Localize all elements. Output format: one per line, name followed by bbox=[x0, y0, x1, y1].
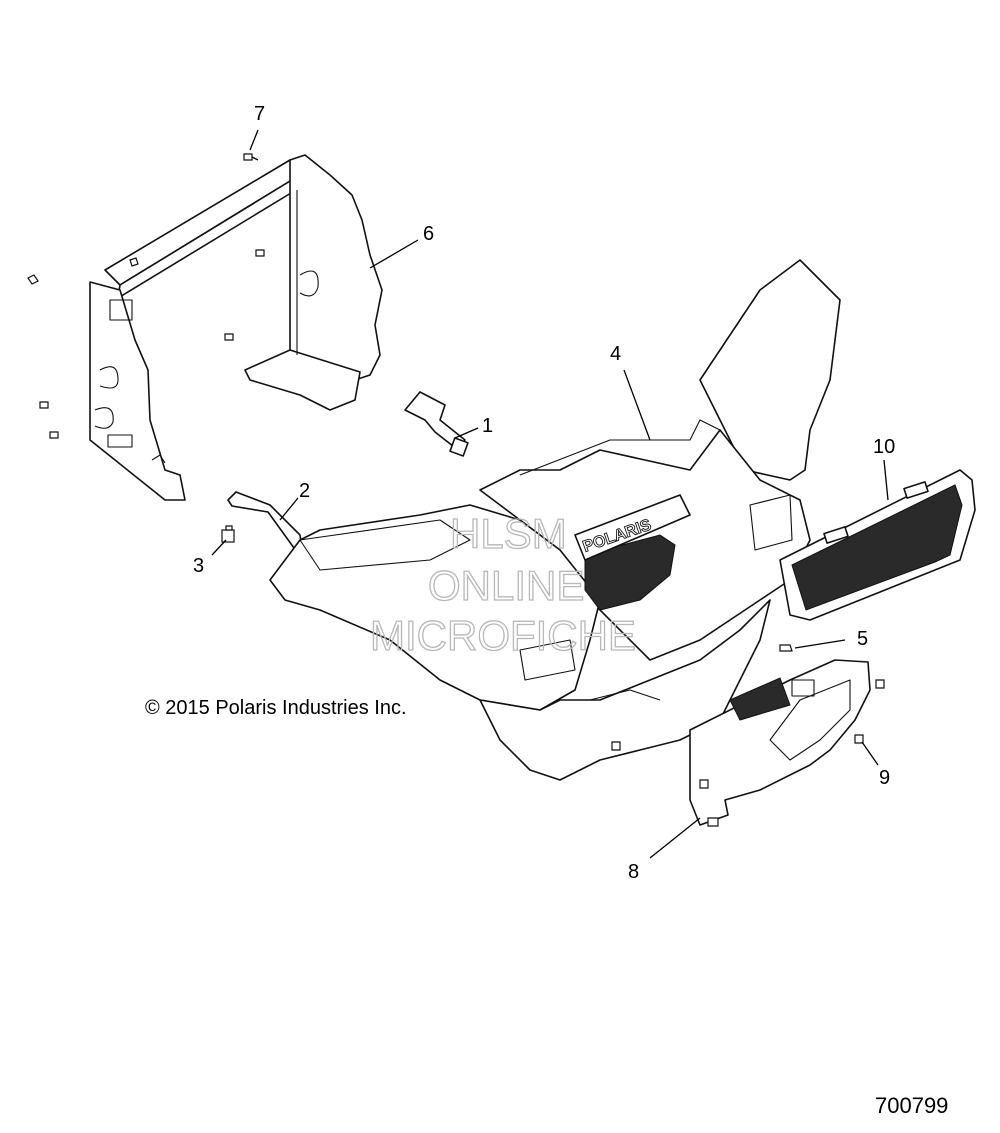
callout-labels: 1 2 3 4 5 6 7 8 9 10 bbox=[193, 103, 895, 883]
drawing-number: 700799 bbox=[875, 1093, 948, 1118]
callout-2: 2 bbox=[299, 480, 310, 502]
grille-insert-part-10 bbox=[779, 469, 976, 621]
callout-10: 10 bbox=[873, 436, 895, 458]
shroud-fasteners bbox=[27, 153, 265, 439]
watermark-line-2: ONLINE bbox=[428, 562, 584, 609]
watermark-line-3: MICROFICHE bbox=[370, 612, 636, 659]
watermark: HLSM ONLINE MICROFICHE bbox=[369, 509, 636, 659]
callout-6: 6 bbox=[423, 223, 434, 245]
callout-3: 3 bbox=[193, 555, 204, 577]
callout-9: 9 bbox=[879, 767, 890, 789]
fasteners-lower bbox=[611, 644, 885, 827]
callout-4: 4 bbox=[610, 343, 621, 365]
bracket-part-1 bbox=[404, 391, 469, 457]
callout-1: 1 bbox=[482, 415, 493, 437]
front-bumper-assembly: POLARIS bbox=[269, 259, 841, 781]
shroud-panel bbox=[89, 154, 383, 501]
watermark-line-1: HLSM bbox=[450, 510, 567, 557]
copyright-text: © 2015 Polaris Industries Inc. bbox=[145, 697, 407, 719]
callout-8: 8 bbox=[628, 861, 639, 883]
callout-5: 5 bbox=[857, 628, 868, 650]
leader-lines bbox=[211, 129, 889, 859]
fastener-part-3 bbox=[221, 525, 235, 543]
bracket-part-2 bbox=[227, 491, 303, 549]
callout-7: 7 bbox=[254, 103, 265, 125]
lower-plate-part-8 bbox=[689, 659, 871, 826]
